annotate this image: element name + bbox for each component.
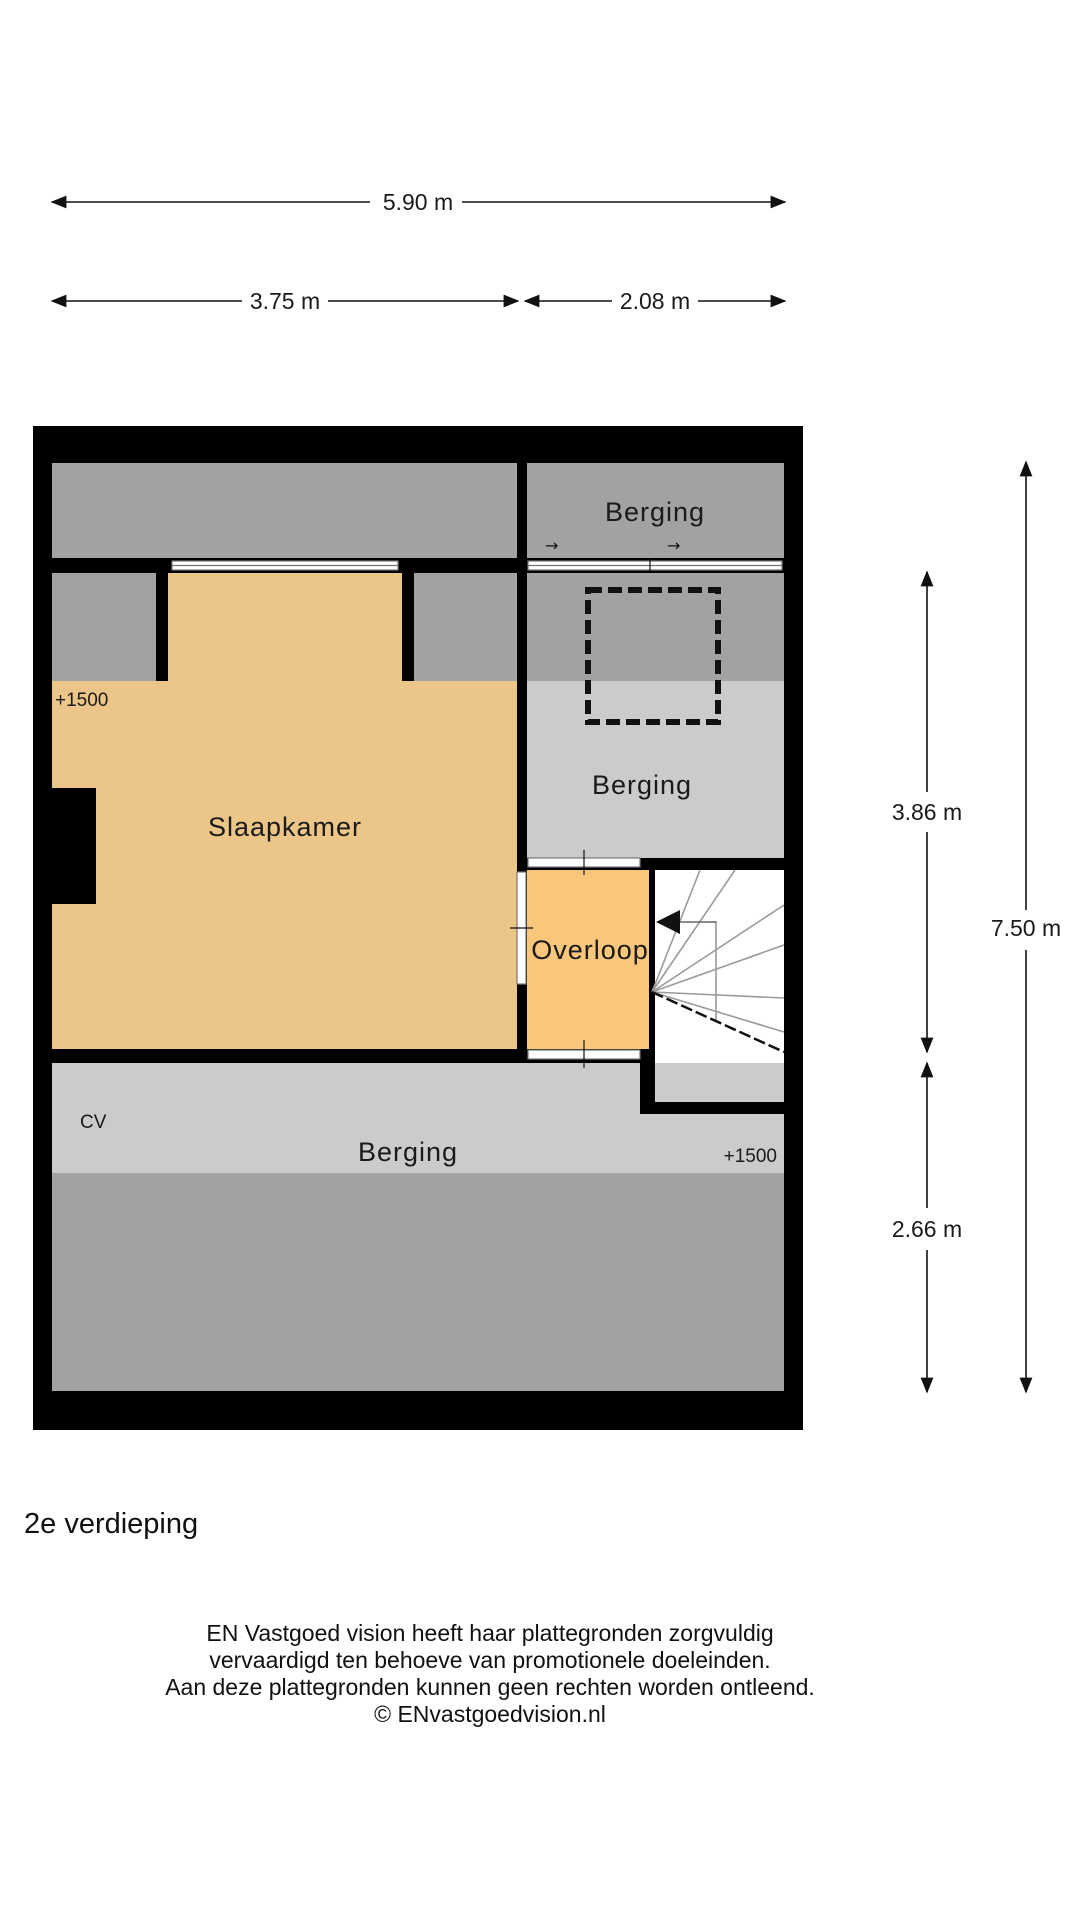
dim-total-width: 5.90 m: [383, 189, 453, 215]
berging-bottom-area: [52, 1063, 784, 1173]
disclaimer-line: Aan deze plattegronden kunnen geen recht…: [165, 1674, 815, 1700]
berging-top-area: [52, 463, 517, 558]
slaapkamer-area: [52, 681, 517, 1049]
disclaimer-line: vervaardigd ten behoeve van promotionele…: [209, 1647, 771, 1673]
arrow-left-icon: →: [545, 536, 558, 555]
berging-top-right-area: [527, 463, 784, 558]
floor-title: 2e verdieping: [24, 1508, 199, 1540]
windows: [171, 558, 783, 1068]
dim-right-upper-height: 3.86 m: [892, 799, 962, 825]
overloop-area: [527, 870, 649, 1049]
floor-plan: 5.90 m 3.75 m 2.08 m 3.86 m 2.66 m 7.50 …: [33, 189, 1061, 1430]
chimney-block: [52, 788, 96, 904]
berging-mid-area: [527, 681, 784, 858]
room-label-overloop: Overloop: [531, 935, 649, 965]
cv-label: CV: [80, 1112, 107, 1133]
dim-left-width: 3.75 m: [250, 288, 320, 314]
dim-total-height: 7.50 m: [991, 915, 1061, 941]
level-marker-left: +1500: [55, 690, 108, 711]
dim-right-lower-height: 2.66 m: [892, 1216, 962, 1242]
attic-hatch: [585, 587, 721, 725]
level-marker-right: +1500: [724, 1146, 777, 1167]
arrow-right-icon: →: [667, 536, 680, 555]
disclaimer-line: EN Vastgoed vision heeft haar plattegron…: [206, 1620, 774, 1646]
dim-right-width: 2.08 m: [620, 288, 690, 314]
stair-wall-left: [640, 1049, 655, 1114]
stair-wall-bottom: [640, 1102, 784, 1114]
room-label-berging-top: Berging: [605, 497, 705, 527]
slaapkamer-alcove: [168, 573, 402, 681]
room-label-berging-mid: Berging: [592, 770, 692, 800]
room-label-slaapkamer: Slaapkamer: [208, 812, 362, 842]
slaapkamer-low-right: [414, 573, 517, 681]
staircase: [651, 869, 785, 1054]
slaapkamer-low-left: [52, 573, 156, 681]
room-label-berging-bottom: Berging: [358, 1137, 458, 1167]
stair-direction-arrow: [656, 910, 680, 934]
dimension-lines: [50, 195, 1033, 1394]
disclaimer-line: © ENvastgoedvision.nl: [374, 1701, 606, 1727]
berging-bottom-low: [52, 1173, 784, 1391]
disclaimer: EN Vastgoed vision heeft haar plattegron…: [0, 1620, 980, 1728]
